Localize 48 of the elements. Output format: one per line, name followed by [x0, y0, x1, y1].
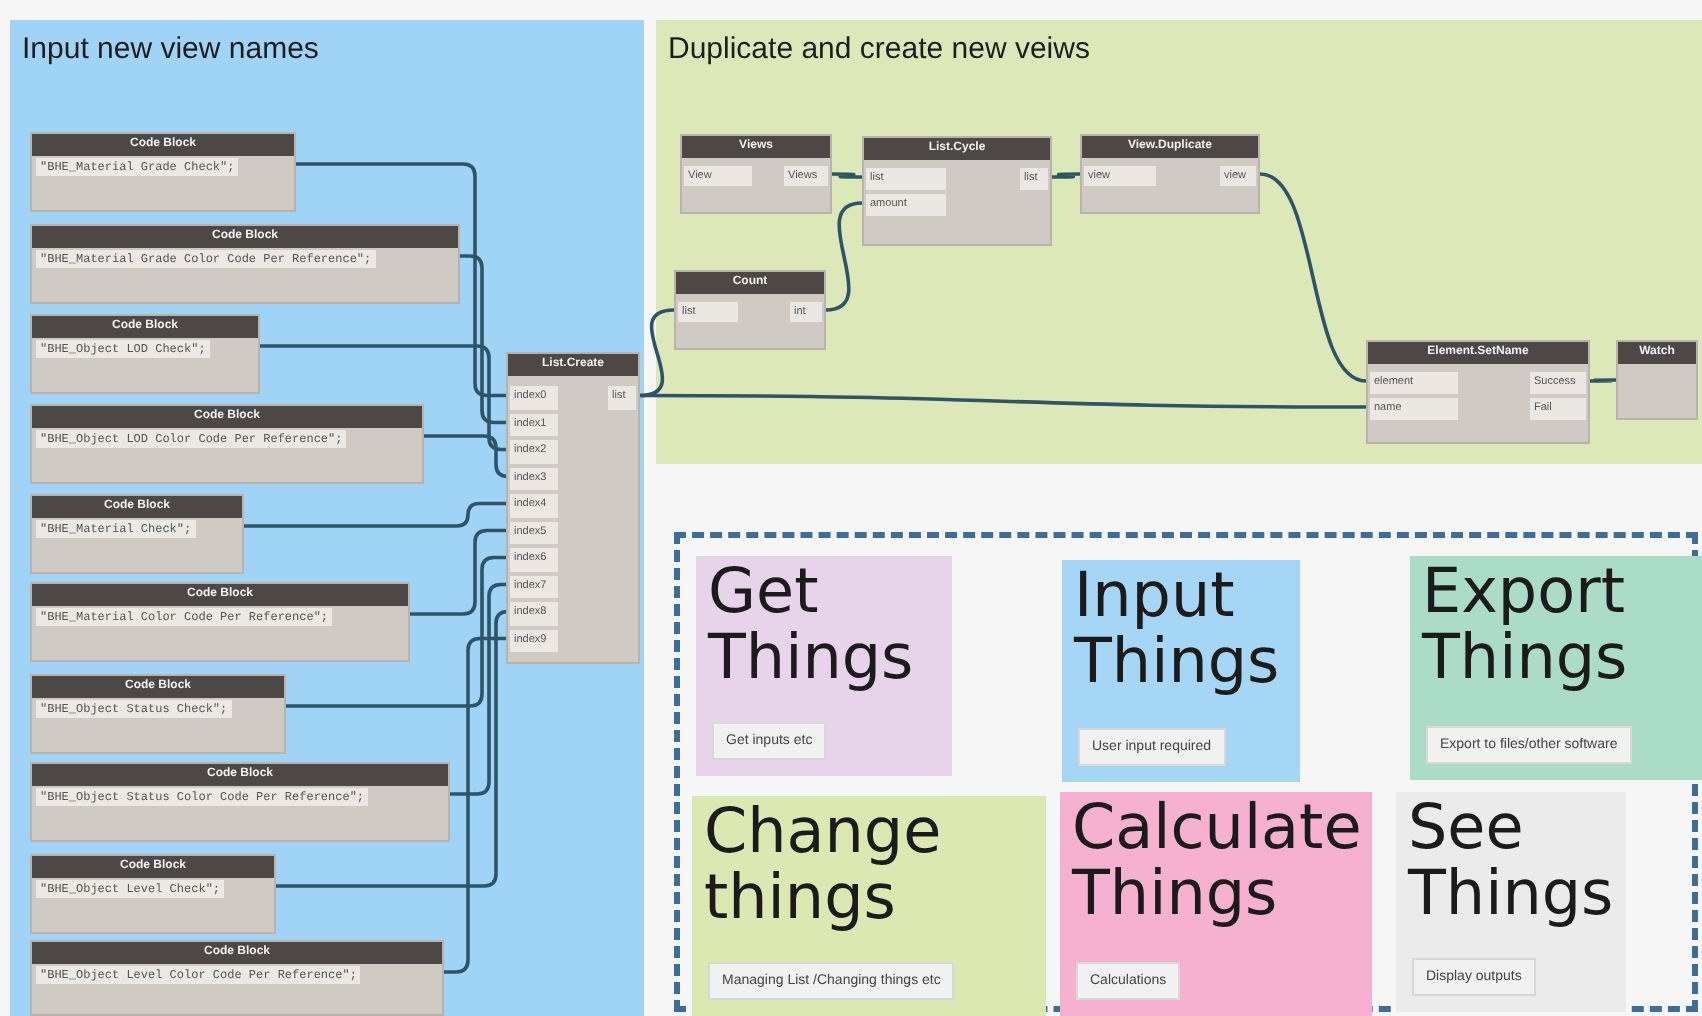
wire-connector [640, 393, 1366, 409]
category-card [1396, 792, 1626, 1012]
wire-connector [1052, 172, 1080, 179]
code-block-node [30, 582, 410, 662]
code-block-node [30, 494, 244, 574]
wire-connector [260, 344, 506, 452]
wire-connector [1259, 172, 1367, 383]
category-title: Change things [704, 800, 944, 934]
wire-connector [244, 501, 506, 528]
code-block-node [30, 224, 460, 304]
function-node [862, 136, 1052, 246]
wire-connector [410, 528, 506, 616]
function-node [1366, 340, 1590, 444]
wire-connector [832, 172, 862, 179]
category-title: Export Things [1422, 560, 1630, 694]
function-node [1616, 340, 1698, 420]
category-card [1410, 556, 1702, 780]
code-block-node [30, 762, 450, 842]
function-node [506, 352, 640, 664]
panel-title: Duplicate and create new veiws [668, 32, 1090, 66]
category-title: See Things [1408, 796, 1616, 930]
wire-connector [460, 254, 506, 425]
category-title: Calculate Things [1072, 796, 1364, 930]
category-card [696, 556, 952, 776]
category-card [1060, 792, 1372, 1016]
panel-title: Input new view names [22, 32, 319, 66]
panel-background [656, 20, 1702, 464]
function-node [680, 134, 832, 214]
panel-background [10, 20, 644, 1016]
function-node [1080, 134, 1260, 214]
wire-connector [276, 609, 510, 888]
code-block-node [30, 940, 444, 1016]
dashed-group-border [674, 532, 1698, 1012]
function-node [674, 270, 826, 350]
wire-connector [450, 582, 506, 796]
code-block-node [30, 404, 424, 484]
wire-connector [286, 555, 506, 708]
code-block-node [30, 674, 286, 754]
code-block-node [30, 132, 296, 212]
wire-connector [424, 434, 510, 479]
category-card [692, 796, 1046, 1016]
wire-connector [296, 162, 506, 398]
category-title: Get Things [708, 560, 916, 694]
wire-connector [1590, 378, 1616, 383]
code-block-node [30, 854, 276, 934]
category-card [1062, 560, 1300, 782]
category-title: Input Things [1074, 564, 1282, 698]
code-block-node [30, 314, 260, 394]
